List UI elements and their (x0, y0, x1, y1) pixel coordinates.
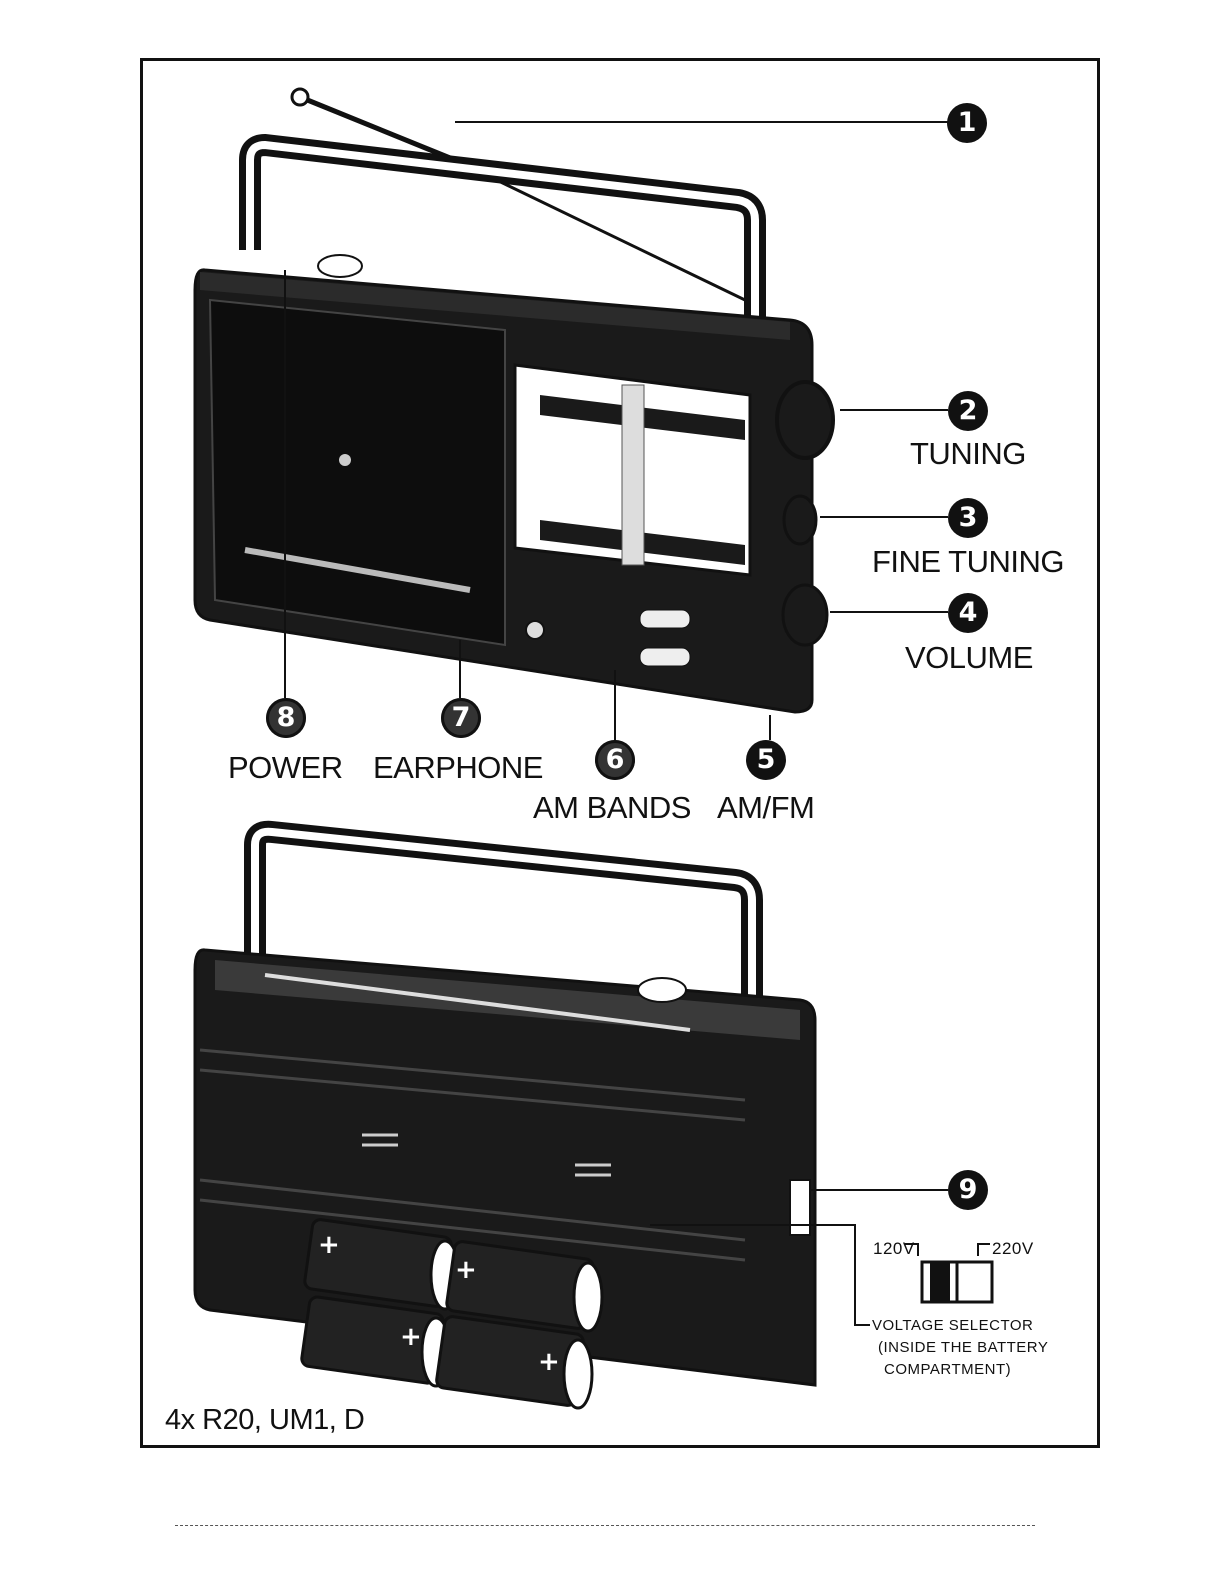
earphone-label: EARPHONE (373, 750, 543, 786)
callout-4-badge: 4 (948, 593, 988, 633)
voltage-selector-caption-line2: (INSIDE THE BATTERY (878, 1337, 1048, 1359)
callout-2-badge: 2 (948, 391, 988, 431)
voltage-220v-label: 220V (992, 1238, 1034, 1260)
power-label: POWER (228, 750, 343, 786)
fine-tuning-knob-icon (784, 496, 816, 544)
volume-knob-icon (783, 585, 827, 645)
svg-text:+: + (538, 1347, 560, 1377)
battery-note: 4x R20, UM1, D (165, 1404, 364, 1437)
fine-tuning-label: FINE TUNING (872, 544, 1064, 580)
svg-text:+: + (318, 1230, 340, 1260)
tuning-label: TUNING (910, 436, 1026, 472)
am-bands-label: AM BANDS (533, 790, 691, 826)
callout-8-badge: 8 (266, 698, 306, 738)
am-fm-label: AM/FM (717, 790, 814, 826)
power-button-icon (318, 255, 362, 277)
voltage-selector-caption-line3: COMPARTMENT) (884, 1359, 1011, 1381)
voltage-selector-caption-line1: VOLTAGE SELECTOR (872, 1315, 1033, 1337)
svg-text:+: + (400, 1322, 422, 1352)
voltage-120v-label: 120V (873, 1238, 915, 1260)
callout-3-badge: 3 (948, 498, 988, 538)
tuning-knob-icon (777, 382, 833, 458)
callout-7-badge: 7 (441, 698, 481, 738)
callout-1-badge: 1 (947, 103, 987, 143)
am-bands-switch-icon (640, 610, 690, 628)
callout-6-badge: 6 (595, 740, 635, 780)
radio-front-view (195, 89, 948, 745)
volume-label: VOLUME (905, 640, 1033, 676)
callout-9-badge: 9 (948, 1170, 988, 1210)
svg-text:+: + (455, 1255, 477, 1285)
callout-5-badge: 5 (746, 740, 786, 780)
earphone-jack-icon (526, 621, 544, 639)
bottom-rule (175, 1525, 1035, 1526)
